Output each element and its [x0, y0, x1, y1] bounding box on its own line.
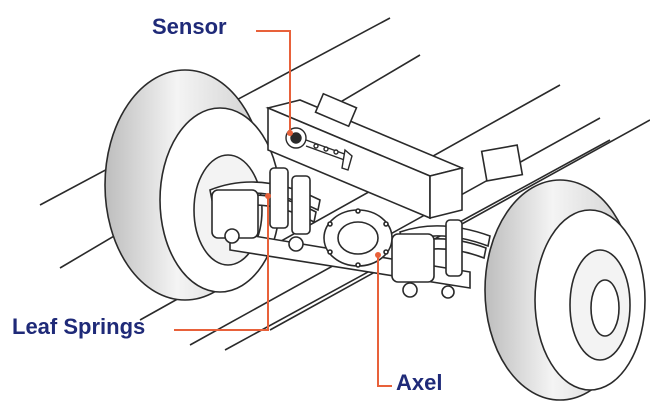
- sensor-leader-line: [256, 30, 291, 132]
- leaf-springs-leader-dot: [265, 193, 271, 199]
- right-leaf-spring-icon: [391, 219, 491, 299]
- sensor-label: Sensor: [152, 14, 227, 39]
- leaf-springs-label: Leaf Springs: [12, 314, 146, 339]
- leaf-springs-leader-line: [174, 196, 269, 331]
- sensor-unit-icon: [285, 127, 353, 171]
- right-tire-icon: [484, 179, 646, 401]
- sensor-leader-dot: [287, 130, 293, 136]
- axel-label: Axel: [396, 370, 443, 395]
- axel-leader-line: [377, 256, 392, 387]
- axle-housing-icon: [323, 208, 393, 268]
- axel-leader-dot: [375, 252, 381, 258]
- left-leaf-spring-icon: [209, 167, 321, 252]
- leader-lines: [174, 30, 392, 387]
